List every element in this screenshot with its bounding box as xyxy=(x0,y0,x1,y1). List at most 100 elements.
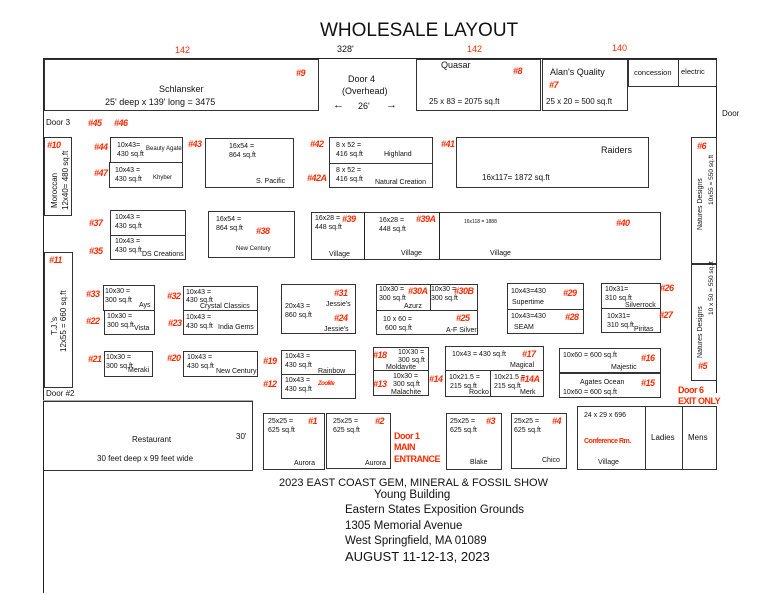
booth-size: 310 sq.ft xyxy=(605,295,632,302)
booth-india-gems[interactable] xyxy=(183,310,258,335)
booth-size: 10x43 = xyxy=(285,377,311,384)
booth-name: Village xyxy=(490,250,511,257)
booth-name: Rocko xyxy=(469,389,489,396)
booth-size: 864 sq.ft xyxy=(216,225,243,232)
booth-number: #31 xyxy=(334,288,348,298)
restaurant-depth: 30' xyxy=(236,432,247,441)
booth-name: Chico xyxy=(542,457,560,464)
booth-majestic[interactable] xyxy=(559,348,661,373)
booth-number: #2 xyxy=(375,416,385,426)
booth-number: #26 xyxy=(660,283,674,293)
booth-size: 430 sq.ft xyxy=(285,386,312,393)
booth-piritas[interactable] xyxy=(601,308,661,333)
booth-beauty-agate[interactable] xyxy=(110,137,183,163)
booth-number: #19 xyxy=(263,356,277,366)
booth-quasar[interactable] xyxy=(416,59,541,111)
booth-zoolite[interactable] xyxy=(281,374,356,399)
booth-natural-creation[interactable] xyxy=(329,163,433,188)
booth-name: SEAM xyxy=(514,324,534,331)
booth-size: 10x43 = xyxy=(187,354,213,361)
booth-number: #14A xyxy=(520,374,540,384)
booth-natures-designs-6[interactable] xyxy=(691,137,717,264)
booth-size: 25x25 = xyxy=(450,418,476,425)
booth-size: 416 sq.ft xyxy=(336,176,363,183)
booth-name: Magical xyxy=(510,362,535,369)
booth-seam[interactable] xyxy=(507,309,584,334)
booth-natures-designs-5[interactable] xyxy=(691,264,717,381)
booth-size: 310 sq.ft xyxy=(607,322,634,329)
booth-chico[interactable] xyxy=(511,413,567,469)
booth-name: India Gems xyxy=(218,324,254,331)
booth-number: #30A xyxy=(408,286,428,296)
booth-alans-quality[interactable] xyxy=(542,59,628,111)
booth-size: 300 sq.ft xyxy=(393,381,420,388)
booth-name: Quasar xyxy=(441,60,471,70)
booth-aurora-1[interactable] xyxy=(263,413,325,470)
restaurant-size: 30 feet deep x 99 feet wide xyxy=(97,454,194,463)
booth-size: 448 sq.ft xyxy=(315,224,342,231)
booth-number: #41 xyxy=(441,139,455,149)
booth-raiders[interactable] xyxy=(456,137,649,188)
booth-name: Azurz xyxy=(404,303,422,310)
booth-37[interactable] xyxy=(110,210,186,236)
footer-venue: Eastern States Exposition Grounds xyxy=(345,504,524,516)
booth-size: 10x43=430 xyxy=(511,288,546,295)
booth-size: 16x54 = xyxy=(216,216,242,223)
booth-village-row[interactable] xyxy=(311,212,661,260)
booth-number: #32 xyxy=(167,291,181,301)
booth-agates-ocean[interactable] xyxy=(559,373,661,398)
booth-size: 430 sq.ft xyxy=(285,362,312,369)
booth-number: #43 xyxy=(188,139,202,149)
booth-name: Natural Creation xyxy=(375,179,426,186)
restaurant-name: Restaurant xyxy=(132,435,172,444)
booth-size: 430 sq.ft xyxy=(115,176,142,183)
booth-size: 10x30 = xyxy=(106,354,132,361)
dim-top-mid: 142 xyxy=(467,44,483,54)
booth-s-pacific[interactable] xyxy=(205,138,294,188)
concession-label: concession xyxy=(634,68,672,77)
booth-ds-creations[interactable] xyxy=(110,235,186,260)
door1-sub: ENTRANCE xyxy=(394,454,441,464)
booth-size: 10x30 = xyxy=(107,313,133,320)
booth-size: 10x43 = xyxy=(285,353,311,360)
booth-khyber[interactable] xyxy=(109,162,183,188)
booth-tjs[interactable] xyxy=(44,252,73,388)
booth-number: #38 xyxy=(256,226,270,236)
mens-restroom xyxy=(682,406,717,470)
booth-jessies[interactable] xyxy=(281,284,356,334)
booth-number: #24 xyxy=(334,313,348,323)
booth-size: 10x60 = 600 sq.ft xyxy=(563,389,617,396)
booth-name: Malachite xyxy=(391,389,421,396)
booth-size: 10x30 = xyxy=(105,288,131,295)
booth-size: 430 sq.ft xyxy=(115,223,142,230)
booth-number: #20 xyxy=(167,353,181,363)
booth-number: #5 xyxy=(698,361,708,371)
booth-number: #46 xyxy=(114,118,128,128)
booth-aurora-2[interactable] xyxy=(326,413,391,469)
booth-schlansker[interactable] xyxy=(44,59,319,111)
booth-vista[interactable] xyxy=(104,310,155,335)
booth-af-silver[interactable] xyxy=(376,310,478,335)
booth-moroccan[interactable] xyxy=(44,137,72,216)
booth-number: #42A xyxy=(307,173,327,183)
booth-number: #22 xyxy=(86,316,100,326)
booth-blake[interactable] xyxy=(446,413,502,470)
booth-highland[interactable] xyxy=(329,137,433,164)
booth-size: 10x43 = xyxy=(115,167,141,174)
door4-sub: (Overhead) xyxy=(342,86,388,96)
booth-new-century-20[interactable] xyxy=(183,351,258,377)
booth-size: 10x43 = xyxy=(115,214,141,221)
booth-size: 300 sq.ft xyxy=(398,357,425,364)
booth-merk[interactable] xyxy=(490,370,544,397)
booth-malachite[interactable] xyxy=(373,370,429,396)
booth-name: Merk xyxy=(520,389,536,396)
booth-size: 12x55 = 660 sq.ft xyxy=(59,290,68,352)
booth-size: 625 sq.ft xyxy=(514,427,541,434)
booth-new-century-38[interactable] xyxy=(208,211,295,258)
left-wall xyxy=(43,58,44,593)
booth-magical[interactable] xyxy=(445,346,544,371)
booth-name: Highland xyxy=(384,151,412,158)
booth-number: #13 xyxy=(373,379,387,389)
booth-meraki[interactable] xyxy=(104,351,153,377)
booth-name: Meraki xyxy=(128,367,150,374)
